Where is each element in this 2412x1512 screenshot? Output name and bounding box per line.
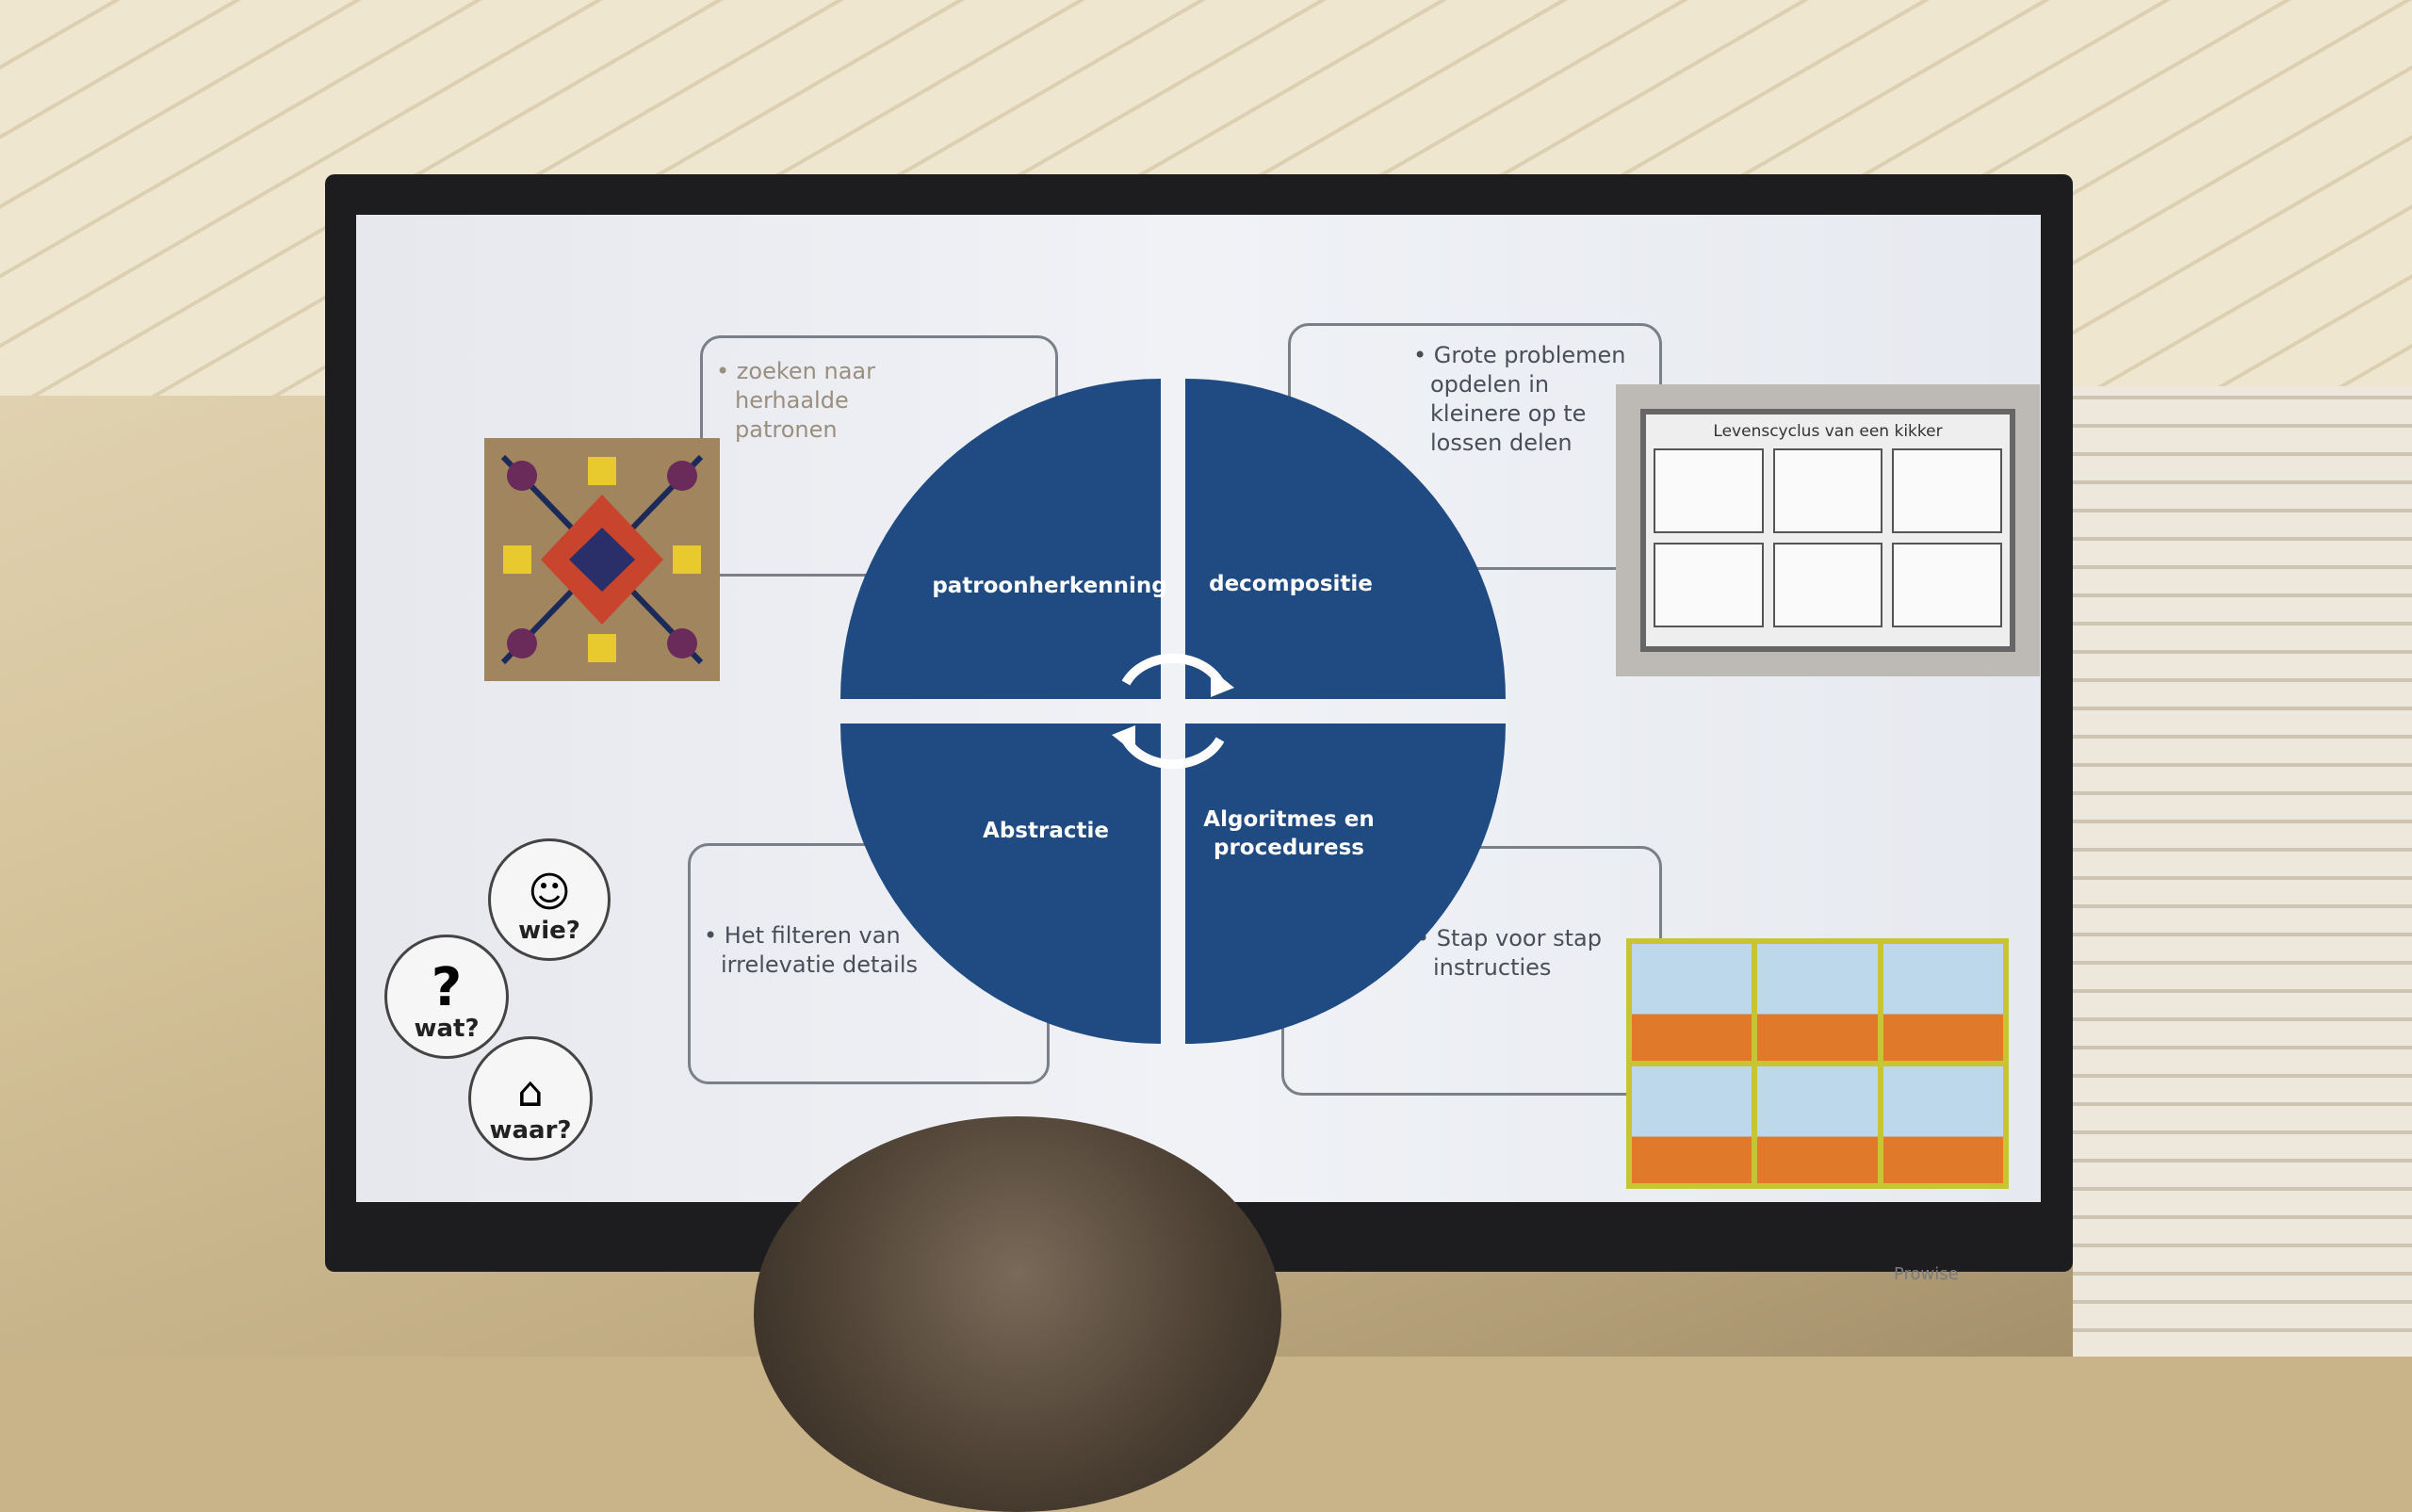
quadrant-diagram bbox=[840, 379, 1506, 1044]
comic-panel bbox=[1757, 1066, 1878, 1183]
line: patronen bbox=[735, 416, 838, 443]
audience-head bbox=[754, 1116, 1281, 1512]
monitor-brand: Prowise bbox=[1894, 1264, 1959, 1284]
box-text-algorithms: • Stap voor stap instructies bbox=[1284, 849, 1659, 983]
question-circle-wat: ? wat? bbox=[384, 935, 509, 1059]
poster-title: Levenscyclus van een kikker bbox=[1713, 422, 1943, 441]
quadrant-label: Abstractie bbox=[983, 819, 1109, 843]
line: Stap voor stap bbox=[1436, 925, 1602, 951]
question-mark-icon: ? bbox=[431, 957, 463, 1018]
line: Het filteren van bbox=[724, 922, 901, 949]
comic-panel bbox=[1882, 1066, 2003, 1183]
stage-card bbox=[1654, 448, 1764, 533]
line: Grote problemen bbox=[1433, 342, 1626, 368]
line: instructies bbox=[1433, 954, 1552, 981]
comic-panel bbox=[1632, 944, 1752, 1061]
quadrant-algoritmes bbox=[1185, 723, 1506, 1044]
quadrant-label: Algoritmes en proceduress bbox=[1203, 807, 1375, 860]
stage-card bbox=[1772, 543, 1883, 627]
box-text-abstraction: • Het filteren van irrelevatie details bbox=[691, 846, 1047, 980]
question-circle-wie: ☺ wie? bbox=[488, 838, 611, 961]
quadrant-decompositie bbox=[1185, 379, 1506, 699]
stage-card bbox=[1892, 543, 2002, 627]
comic-panel bbox=[1632, 1066, 1752, 1183]
poster-grid bbox=[1654, 448, 2002, 627]
quadrant-patroonherkenning bbox=[840, 379, 1161, 699]
question-circle-waar: ⌂ waar? bbox=[468, 1036, 593, 1161]
question-label: wat? bbox=[414, 1015, 480, 1043]
pattern-mosaic-image bbox=[484, 438, 720, 681]
quadrant-label: decompositie bbox=[1209, 572, 1373, 596]
quadrant-label: patroonherkenning bbox=[932, 574, 1167, 598]
poster-sheet: Levenscyclus van een kikker bbox=[1640, 409, 2015, 652]
stage-card bbox=[1654, 543, 1764, 627]
quadrant-abstractie bbox=[840, 723, 1161, 1044]
box-text-patterns: • zoeken naar herhaalde patronen bbox=[703, 338, 1055, 445]
stage-card bbox=[1892, 448, 2002, 533]
stage-card bbox=[1772, 448, 1883, 533]
line: opdelen in bbox=[1430, 371, 1550, 398]
frog-lifecycle-poster: Levenscyclus van een kikker bbox=[1616, 384, 2040, 676]
line: lossen delen bbox=[1430, 430, 1573, 456]
line: irrelevatie details bbox=[721, 951, 918, 978]
question-label: wie? bbox=[518, 917, 580, 945]
stick-figure-icon: ☺ bbox=[528, 869, 571, 917]
line: herhaalde bbox=[735, 387, 849, 414]
box-text-decomposition: • Grote problemen opdelen in kleinere op… bbox=[1291, 326, 1659, 458]
question-label: waar? bbox=[489, 1116, 572, 1145]
comic-panel bbox=[1757, 944, 1878, 1061]
line: zoeken naar bbox=[736, 358, 875, 384]
house-icon: ⌂ bbox=[517, 1068, 544, 1116]
brick-wall bbox=[2073, 386, 2412, 1357]
comic-panel bbox=[1882, 944, 2003, 1061]
step-by-step-comic bbox=[1626, 938, 2009, 1189]
line: kleinere op te bbox=[1430, 400, 1587, 427]
